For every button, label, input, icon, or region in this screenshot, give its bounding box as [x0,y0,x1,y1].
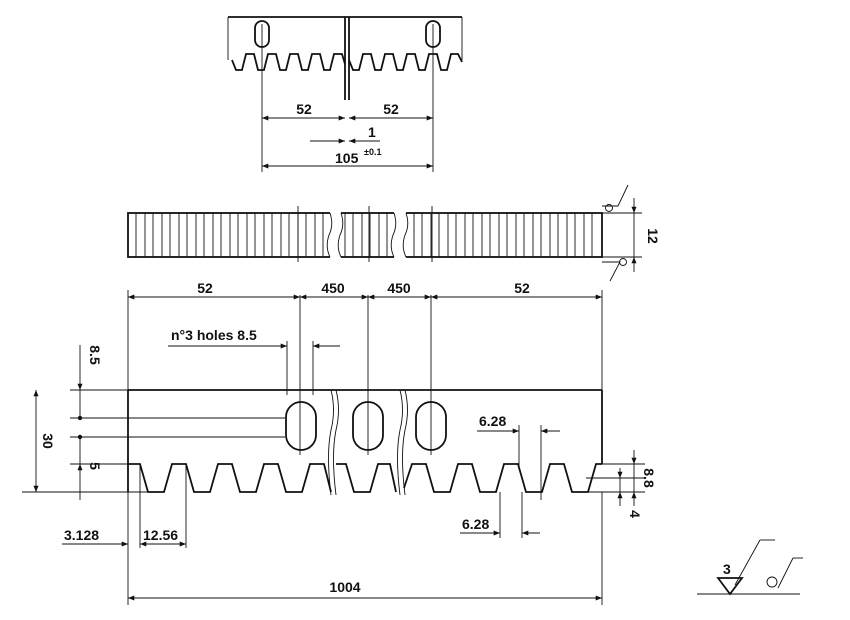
front-view-dim-dot-1 [77,415,83,421]
top-detail-pitch-left-label: 52 [296,101,312,117]
middle-view-thickness-label: 12 [645,228,661,244]
weld-leader-top [602,184,629,207]
front-view-hole-1 [285,401,317,451]
front-view: n°3 holes 8.5 52 450 450 52 8.5 5 30 6.2… [22,280,657,605]
top-detail-pitch-right-label: 52 [383,101,399,117]
front-view-pitch-left-label: 52 [197,280,213,296]
front-view-spacing-a-label: 450 [321,280,345,296]
front-view-teeth-right [403,463,602,493]
top-detail-span-label: 105 [335,150,359,166]
finish-leader-1 [734,539,761,586]
front-view-dim-30-label: 30 [40,433,56,449]
front-view-dim-8-5-label: 8.5 [87,345,103,365]
finish-triangle-icon [716,577,744,596]
middle-view-break-line-1 [326,212,333,258]
top-detail-gap-label: 1 [368,124,376,140]
front-view-offset-label: 3.128 [64,527,99,543]
middle-view-break-line-4 [402,212,409,258]
front-view-dim-dot-2 [77,434,83,440]
middle-view-outline [127,212,603,258]
top-detail-view: 52 52 1 105 ±0.1 [227,16,463,172]
finish-weld-circle-icon [766,576,778,588]
middle-view-break-line-3 [390,212,397,258]
front-view-break-line-4 [402,389,408,496]
front-view-first-pitch-label: 12.56 [143,527,178,543]
front-view-spacing-b-label: 450 [387,280,411,296]
weld-symbol-bottom-icon [619,258,627,266]
top-detail-tolerance-label: ±0.1 [364,147,381,157]
finish-leader-2 [777,557,794,589]
top-detail-teeth-left [231,53,346,71]
weld-leader-bottom [602,261,621,282]
finish-symbol-value: 3 [723,561,731,577]
front-view-teeth-left [128,463,332,493]
middle-view-break-gap-left [330,209,341,261]
front-view-dim-4-label: 4 [627,510,643,518]
front-view-break-line-1 [328,389,334,496]
front-view-break-line-2 [333,389,339,496]
front-view-overall-length-label: 1004 [329,579,360,595]
middle-view-tooth-lines [135,213,593,257]
finish-symbol: 3 [697,539,803,596]
front-view-dim-8-8-label: 8.8 [641,468,657,488]
front-view-tooth-pitch-bottom-label: 6.28 [462,516,489,532]
front-view-pitch-right-label: 52 [514,280,530,296]
front-view-tooth-pitch-top-label: 6.28 [479,413,506,429]
middle-view-break-line-2 [337,212,344,258]
middle-view: 12 [127,184,661,282]
front-view-holes-note: n°3 holes 8.5 [171,327,257,343]
front-view-dim-5-label: 5 [87,462,103,470]
front-view-teeth-middle [336,463,397,493]
weld-symbol-top-icon [605,204,613,212]
top-detail-teeth-right [348,53,463,71]
front-view-break-line-3 [397,389,403,496]
